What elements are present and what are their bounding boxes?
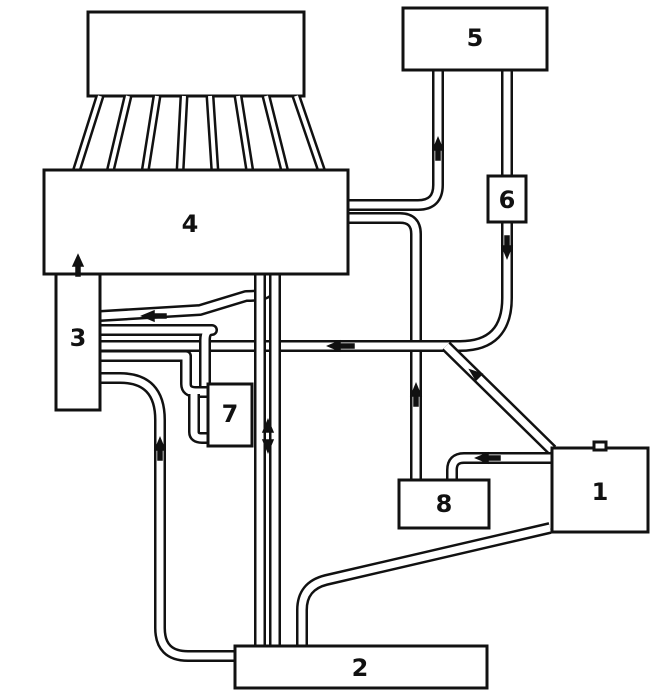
arrow-diagonal-to-junction — [468, 368, 484, 382]
top-unit — [86, 10, 306, 98]
box-3-label: 3 — [70, 324, 87, 352]
tube-fan — [71, 94, 327, 174]
box-3: 3 — [54, 268, 102, 412]
box-8: 8 — [397, 478, 491, 530]
box-7-label: 7 — [222, 400, 239, 428]
box-1: 1 — [550, 440, 650, 534]
box-6-label: 6 — [499, 186, 516, 214]
pipe-network — [99, 70, 557, 662]
box-1-label: 1 — [592, 478, 609, 506]
box-6: 6 — [486, 174, 528, 224]
box-4: 4 — [42, 168, 350, 276]
box-5-label: 5 — [467, 24, 484, 52]
box-2-label: 2 — [352, 654, 369, 682]
arrow-vertical-pair — [261, 418, 275, 433]
box-5: 5 — [401, 6, 549, 72]
box-4-label: 4 — [182, 210, 199, 238]
box-2: 2 — [233, 644, 489, 690]
box-8-label: 8 — [436, 490, 453, 518]
flow-arrows — [71, 136, 514, 465]
box-7: 7 — [206, 382, 254, 448]
